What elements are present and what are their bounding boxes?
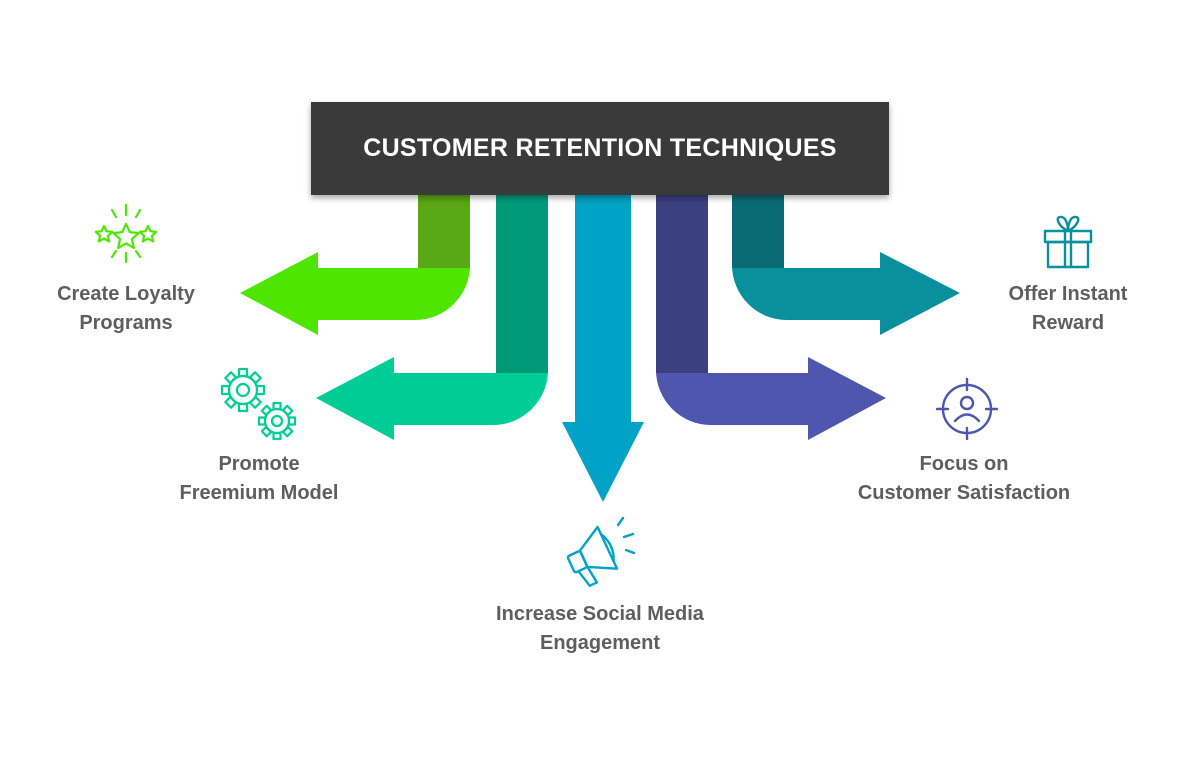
loyalty-arrow bbox=[240, 190, 470, 335]
diagram-title: CUSTOMER RETENTION TECHNIQUES bbox=[363, 134, 837, 162]
label-freemium: Promote Freemium Model bbox=[149, 450, 369, 508]
label-loyalty: Create Loyalty Programs bbox=[26, 280, 226, 338]
freemium-arrow bbox=[316, 190, 548, 440]
title-banner: CUSTOMER RETENTION TECHNIQUES bbox=[311, 102, 889, 195]
label-reward: Offer Instant Reward bbox=[978, 280, 1158, 338]
satisfaction-arrow bbox=[656, 190, 886, 440]
label-freemium-line-1: Promote bbox=[218, 453, 300, 475]
label-reward-line-1: Offer Instant bbox=[1008, 283, 1128, 305]
target-user-icon bbox=[935, 377, 999, 441]
label-loyalty-line-2: Programs bbox=[79, 312, 173, 334]
stars-icon bbox=[94, 203, 158, 264]
label-loyalty-line-1: Create Loyalty bbox=[57, 283, 195, 305]
label-social: Increase Social Media Engagement bbox=[460, 600, 740, 658]
label-social-line-2: Engagement bbox=[539, 632, 661, 654]
gift-icon bbox=[1043, 215, 1093, 269]
social-arrow bbox=[562, 190, 644, 502]
label-reward-line-2: Reward bbox=[1031, 312, 1105, 334]
megaphone-icon bbox=[566, 516, 636, 588]
label-freemium-line-2: Freemium Model bbox=[179, 482, 339, 504]
gears-icon bbox=[220, 367, 297, 441]
label-satisfaction-line-2: Customer Satisfaction bbox=[857, 482, 1071, 504]
reward-arrow bbox=[732, 190, 960, 335]
label-social-line-1: Increase Social Media bbox=[496, 603, 704, 625]
label-satisfaction: Focus on Customer Satisfaction bbox=[834, 450, 1094, 508]
label-satisfaction-line-1: Focus on bbox=[919, 453, 1009, 475]
